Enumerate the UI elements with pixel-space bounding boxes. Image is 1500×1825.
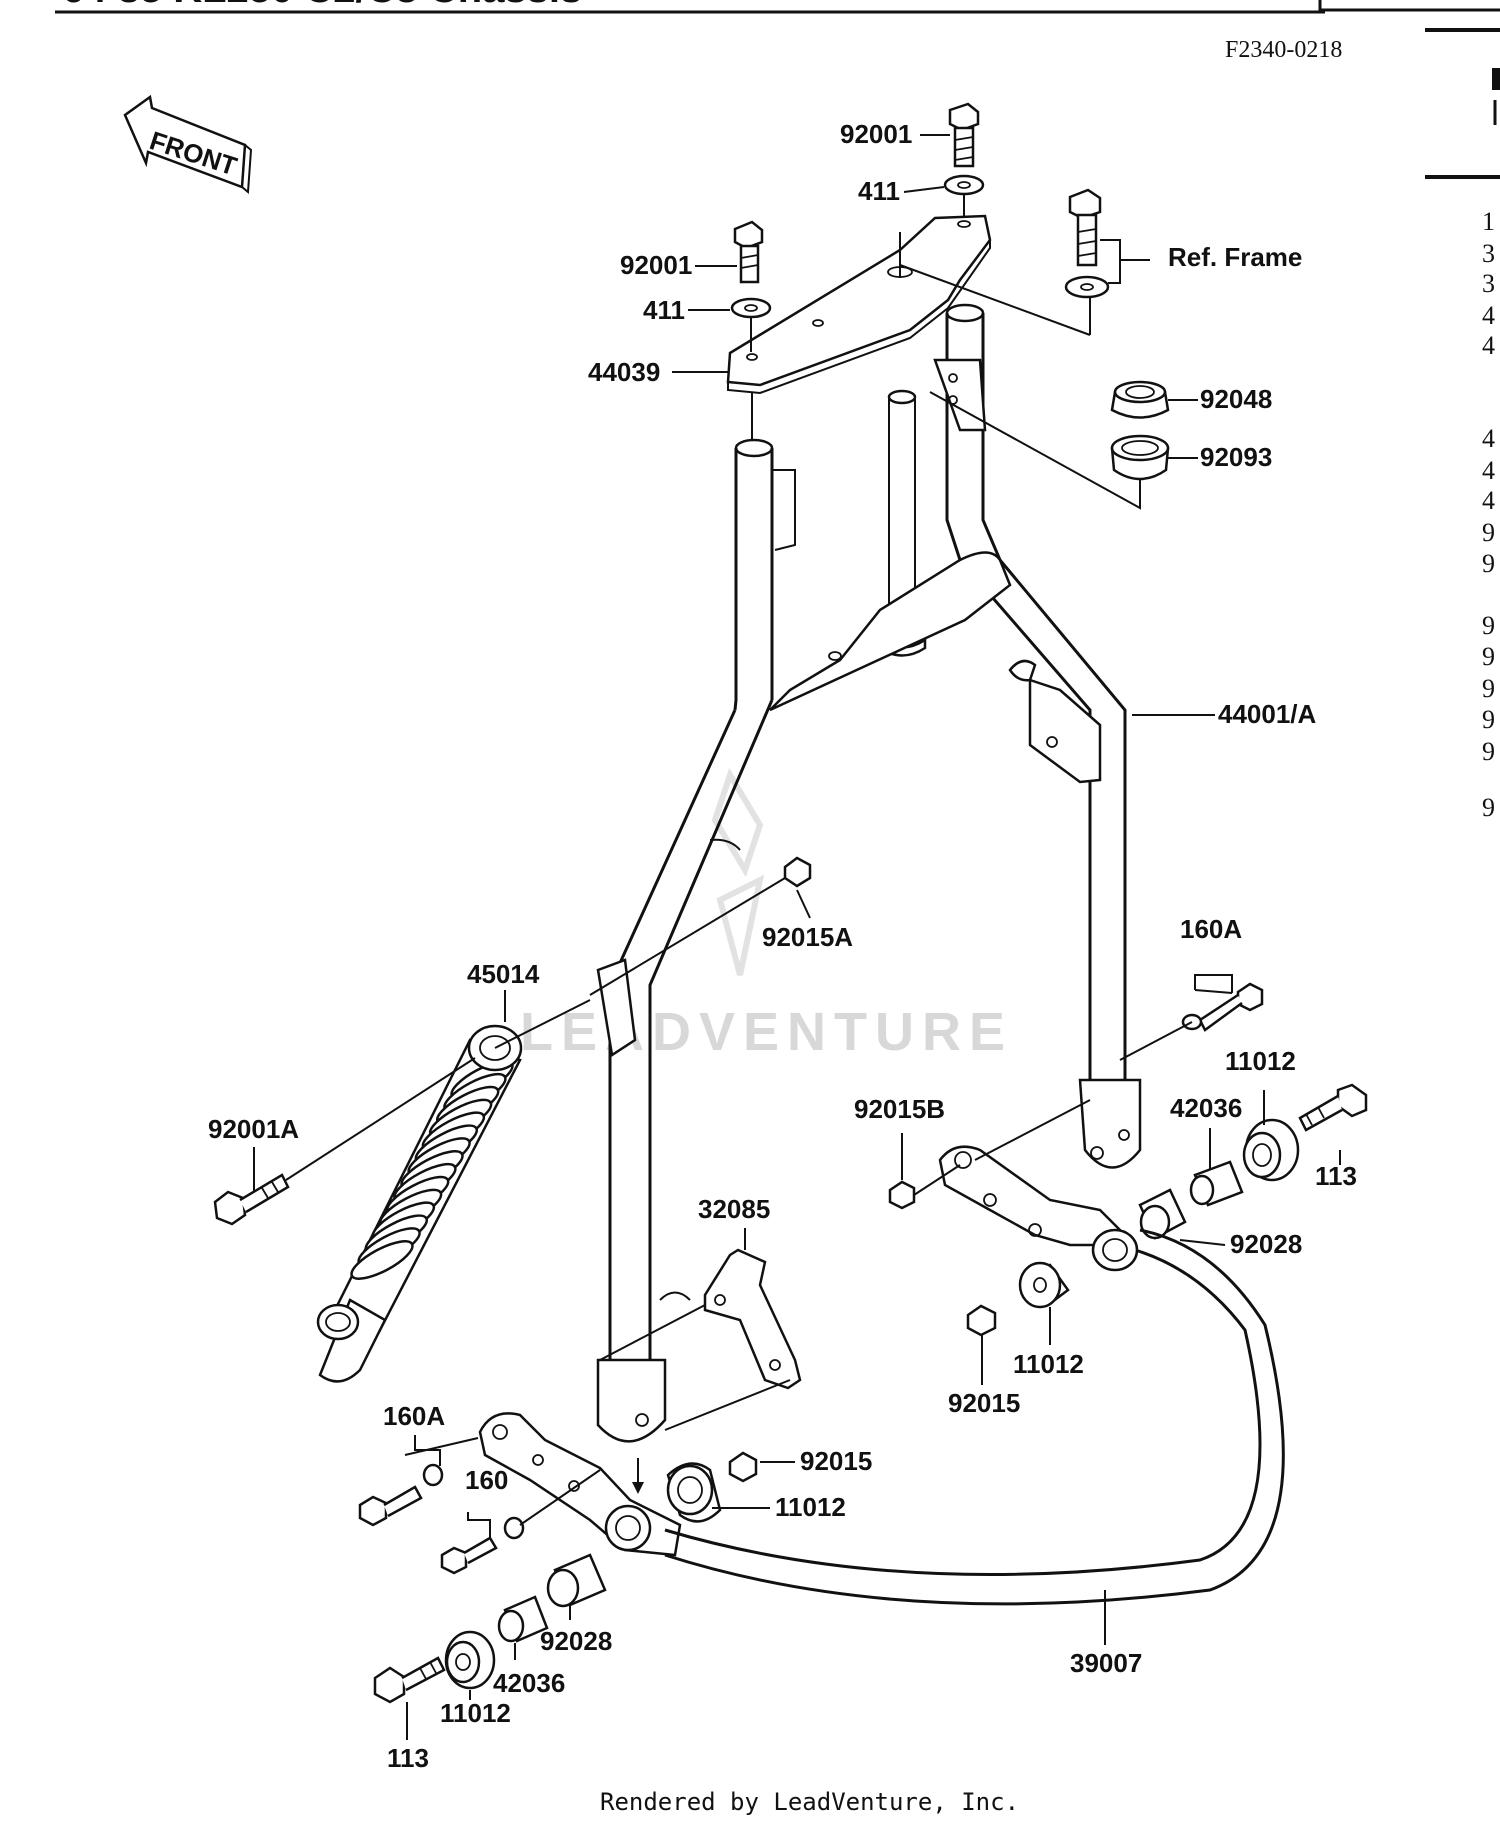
washer-ref-frame [1064, 275, 1110, 299]
collar-42036-left [497, 1595, 549, 1643]
leader-lines [253, 134, 1341, 1740]
index-number: 3 [1482, 239, 1495, 268]
index-number: 3 [1482, 269, 1495, 298]
callout-92093: 92093 [1200, 442, 1272, 472]
callout-ref-frame: Ref. Frame [1168, 242, 1302, 272]
callout-92015A: 92015A [762, 922, 853, 952]
bolt-160A-left [358, 1485, 423, 1527]
watermark-text: LEADVENTURE [520, 1002, 1013, 1062]
callout-11012-right: 11012 [1225, 1046, 1296, 1076]
bolt-92001-top [948, 102, 980, 168]
callout-92001A: 92001A [208, 1114, 299, 1144]
index-number: 4 [1482, 486, 1495, 515]
washer-160 [503, 1516, 525, 1540]
bushing-11012-low [666, 1462, 722, 1523]
callout-160A-left: 160A [383, 1401, 445, 1431]
sleeve-92028-left [546, 1553, 607, 1608]
callout-92001-left: 92001 [620, 250, 692, 280]
nut-92015-low [728, 1451, 758, 1483]
bracket-44039 [726, 214, 992, 395]
callout-92028-left: 92028 [540, 1626, 612, 1656]
index-number: 4 [1482, 301, 1495, 330]
callout-11012-mid: 11012 [1013, 1349, 1084, 1379]
callout-44039: 44039 [588, 357, 660, 387]
front-arrow: FRONT [123, 94, 253, 195]
callout-44001A: 44001/A [1218, 699, 1317, 729]
callout-92015B: 92015B [854, 1094, 945, 1124]
callout-39007: 39007 [1070, 1648, 1142, 1678]
index-number: 9 [1482, 737, 1495, 766]
main-frame-44001 [596, 438, 1142, 1443]
right-link-bracket [938, 1145, 1122, 1247]
collar-42036-right [1189, 1160, 1244, 1207]
cap-92048 [1110, 380, 1170, 419]
right-top-tube [933, 303, 1002, 561]
spring-coil [350, 1240, 414, 1280]
callout-45014: 45014 [467, 959, 540, 989]
callout-160A-right: 160A [1180, 914, 1242, 944]
bushing-11012-left [444, 1630, 496, 1690]
callout-92048: 92048 [1200, 384, 1272, 414]
callout-160: 160 [465, 1465, 508, 1495]
bolt-92001-left [733, 220, 764, 284]
bolt-ref-frame [1068, 188, 1102, 267]
bushing-11012-mid [1018, 1261, 1070, 1309]
bolt-113-right [1298, 1083, 1368, 1132]
index-number: 9 [1482, 549, 1495, 578]
bolt-113-left [373, 1656, 446, 1704]
washer-411-left [730, 297, 772, 319]
callout-411-left: 411 [643, 295, 685, 325]
index-number: 9 [1482, 793, 1495, 822]
bolt-160 [440, 1536, 498, 1575]
shock-absorber-45014 [316, 1024, 523, 1383]
bushing-11012-right [1242, 1118, 1300, 1182]
nut-92015A [783, 856, 812, 888]
index-number: 4 [1482, 424, 1495, 453]
callout-32085: 32085 [698, 1194, 770, 1224]
callout-42036-left: 42036 [493, 1668, 565, 1698]
callout-42036-right: 42036 [1170, 1093, 1242, 1123]
figure-code: F2340-0218 [1225, 37, 1342, 63]
index-number: 4 [1482, 331, 1495, 360]
nut-92015-mid [966, 1304, 997, 1337]
nut-92015B [888, 1180, 916, 1210]
index-number: 4 [1482, 456, 1495, 485]
callout-92015-low: 92015 [800, 1446, 872, 1476]
index-number: 9 [1482, 642, 1495, 671]
index-number: 1 [1482, 207, 1495, 236]
callout-11012-left: 11012 [440, 1698, 511, 1728]
callout-411-top: 411 [858, 176, 900, 206]
footer-credit: Rendered by LeadVenture, Inc. [600, 1788, 1019, 1816]
callout-113-left: 113 [387, 1743, 429, 1773]
callout-92001-top: 92001 [840, 119, 912, 149]
index-number: 9 [1482, 674, 1495, 703]
bracket-32085 [659, 1248, 802, 1390]
callout-92028-right: 92028 [1230, 1229, 1302, 1259]
index-number: 9 [1482, 611, 1495, 640]
index-number: 9 [1482, 705, 1495, 734]
washer-160A-left [422, 1463, 444, 1487]
down-arrow [632, 1458, 644, 1494]
callout-11012-low: 11012 [775, 1492, 846, 1522]
header-box [1318, 0, 1500, 12]
washer-411-top [943, 174, 985, 196]
stabilizer-bar-39007 [664, 1228, 1285, 1606]
index-number: 9 [1482, 518, 1495, 547]
bolt-160A-right [1198, 982, 1264, 1032]
callout-113-right: 113 [1315, 1161, 1357, 1191]
header-title: 64 85 KL250 C2/C3 Chassis [62, 0, 582, 11]
sleeve-92028-right [1138, 1188, 1187, 1240]
callout-92015-mid: 92015 [948, 1388, 1020, 1418]
watermark: LEADVENTURE [520, 767, 1013, 1062]
seal-92093 [1110, 434, 1170, 481]
bolt-92001A [213, 1173, 290, 1226]
